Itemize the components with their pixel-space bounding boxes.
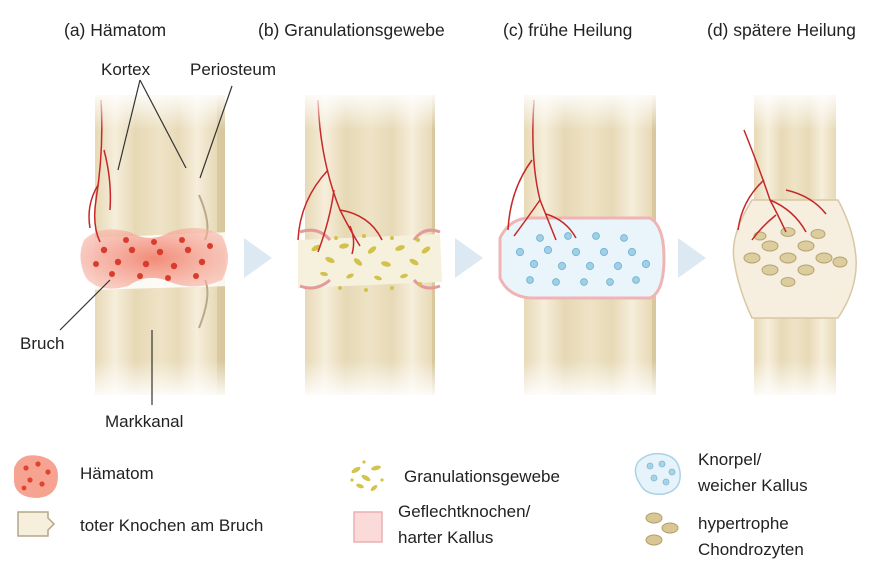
legend-cartilage-icon: [635, 454, 680, 495]
legend-woven-bone-label-2: harter Kallus: [398, 526, 493, 550]
stage-title-a: (a) Hämatom: [64, 20, 166, 40]
arrow-b-to-c: [455, 238, 483, 278]
legend-haematoma-label: Hämatom: [80, 462, 154, 486]
arrow-c-to-d: [678, 238, 706, 278]
legend-cartilage-label-1: Knorpel/: [698, 448, 761, 472]
label-periosteum: Periosteum: [190, 60, 276, 80]
legend-granulation-icon: [350, 460, 383, 492]
stage-title-b: (b) Granulationsgewebe: [258, 20, 445, 40]
legend-dead-bone-icon: [18, 512, 54, 536]
bone-stage-c: [500, 90, 670, 400]
legend-dead-bone-label: toter Knochen am Bruch: [80, 514, 263, 538]
arrow-a-to-b: [244, 238, 272, 278]
bone-stage-b: [290, 90, 450, 400]
legend-chondrocyte-label-2: Chondrozyten: [698, 538, 804, 562]
label-markkanal: Markkanal: [105, 412, 183, 432]
label-kortex: Kortex: [101, 60, 150, 80]
stage-title-c: (c) frühe Heilung: [503, 20, 632, 40]
legend-cartilage-label-2: weicher Kallus: [698, 474, 808, 498]
bone-stage-d: [720, 90, 870, 400]
label-bruch: Bruch: [20, 334, 64, 354]
legend-woven-bone-icon: [354, 512, 382, 542]
stage-title-d: (d) spätere Heilung: [707, 20, 856, 40]
legend-granulation-label: Granulationsgewebe: [404, 465, 560, 489]
legend-chondrocyte-icon: [646, 513, 678, 545]
legend-haematoma-icon: [14, 455, 58, 498]
legend-woven-bone-label-1: Geflechtknochen/: [398, 500, 530, 524]
bone-stage-a: [80, 90, 240, 400]
legend-chondrocyte-label-1: hypertrophe: [698, 512, 789, 536]
